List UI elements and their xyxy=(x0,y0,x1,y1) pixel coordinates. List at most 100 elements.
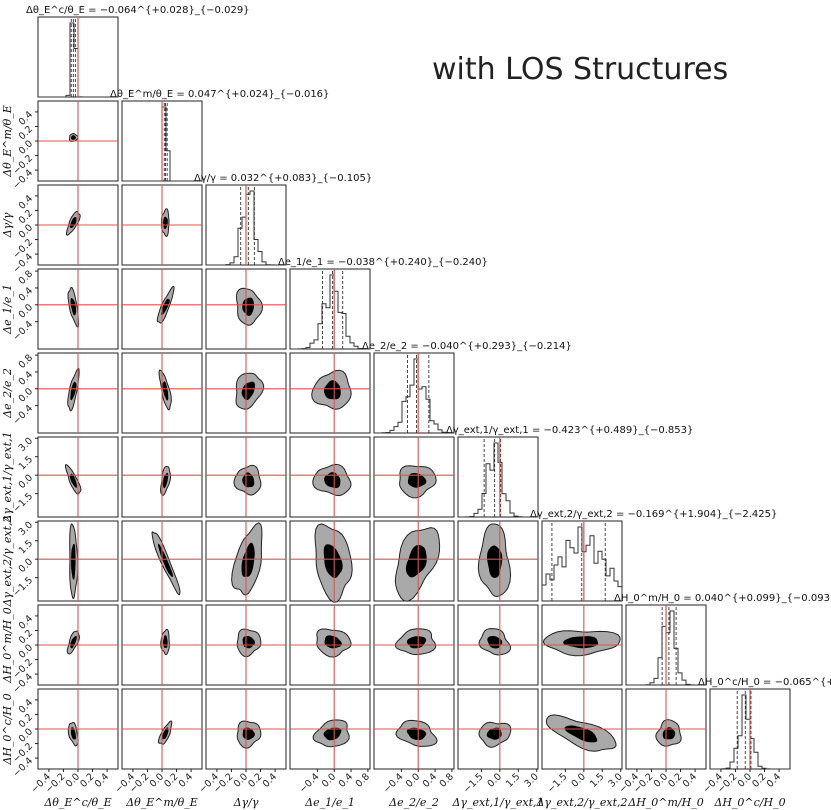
x-tick-label: 1.5 xyxy=(504,771,522,789)
y-tick-label: 1.5 xyxy=(17,538,35,556)
y-axis-label: Δe_1/e_1 xyxy=(1,284,14,335)
x-tick-label: 0.4 xyxy=(421,771,439,789)
contour-core xyxy=(241,542,255,577)
contour-core xyxy=(71,135,76,140)
histogram-step xyxy=(374,358,455,434)
contour-panel-theta_e_c-gext1: −1.50.01.53.0Δγ_ext,1/γ_ext,1 xyxy=(1,431,119,524)
x-tick-label: 0.8 xyxy=(354,771,372,789)
contour-panel-theta_e_m-gamma xyxy=(121,184,203,266)
contour-core xyxy=(163,635,168,648)
histogram-step xyxy=(38,22,118,98)
panel-title: ΔH_0^m/H_0 = 0.040^{+0.099}_{−0.093} xyxy=(614,593,831,604)
contour-core xyxy=(405,544,427,578)
y-tick-label: 0.0 xyxy=(17,726,35,744)
x-tick-label: 0.0 xyxy=(486,771,504,789)
contour-core xyxy=(564,725,598,743)
x-tick-label: 0.4 xyxy=(337,771,355,789)
y-tick-label: −1.5 xyxy=(11,491,35,515)
y-tick-label: 3.0 xyxy=(17,436,35,454)
y-tick-label: 0.0 xyxy=(17,472,35,490)
contour-panel-e2-gext1 xyxy=(373,436,455,518)
contour-panel-e2-h0_m xyxy=(373,604,455,686)
x-axis-label: Δe_1/e_1 xyxy=(304,796,355,809)
contour-panel-theta_e_c-gamma: −0.4−0.20.00.20.4Δγ/γ xyxy=(1,184,119,276)
y-tick-label: 0.0 xyxy=(17,302,35,320)
y-tick-label: 0.0 xyxy=(17,386,35,404)
x-tick-label: −0.4 xyxy=(381,771,405,795)
contour-core xyxy=(162,472,169,489)
contour-panel-e2-h0_c: −0.40.00.40.8Δe_2/e_2 xyxy=(373,688,456,809)
contour-panel-theta_e_m-h0_c: −0.4−0.20.00.20.4Δθ_E^m/θ_E xyxy=(113,688,203,809)
histogram-panel-gext1: Δγ_ext,1/γ_ext,1 = −0.423^{+0.489}_{−0.8… xyxy=(446,425,693,518)
contour-panel-theta_e_c-h0_c: −0.4−0.20.00.20.4ΔH_0^c/H_0−0.4−0.20.00.… xyxy=(1,688,119,809)
contour-panel-gamma-e2 xyxy=(205,352,287,434)
contour-core xyxy=(406,727,427,740)
y-axis-label: Δe_2/e_2 xyxy=(1,368,14,419)
contour-panel-gamma-h0_c: −0.4−0.20.00.20.4Δγ/γ xyxy=(197,688,287,809)
contour-core xyxy=(486,545,503,578)
histogram-panel-e1: Δe_1/e_1 = −0.038^{+0.240}_{−0.240} xyxy=(278,257,488,350)
y-tick-label: 0.2 xyxy=(17,208,35,226)
contour-panel-theta_e_c-theta_e_m: −0.4−0.20.00.20.4Δθ_E^m/θ_E xyxy=(1,100,119,192)
histogram-step xyxy=(458,442,538,518)
y-tick-label: 0.4 xyxy=(17,193,35,211)
histogram-step xyxy=(290,274,370,350)
x-tick-label: 0.0 xyxy=(320,771,338,789)
x-tick-label: −1.5 xyxy=(461,771,485,795)
contour-core xyxy=(70,381,77,401)
contour-panel-h0_m-h0_c: −0.4−0.20.00.20.4ΔH_0^m/H_0 xyxy=(617,688,707,809)
histogram-panel-theta_e_c: Δθ_E^c/θ_E = −0.064^{+0.028}_{−0.029} xyxy=(26,5,250,98)
y-tick-label: 0.0 xyxy=(17,642,35,660)
histogram-panel-e2: Δe_2/e_2 = −0.040^{+0.293}_{−0.214} xyxy=(362,341,572,434)
x-tick-label: 3.0 xyxy=(522,771,540,789)
contour-core xyxy=(162,727,169,740)
histogram-panel-gext2: Δγ_ext,2/γ_ext,2 = −0.169^{+1.904}_{−2.4… xyxy=(530,509,777,602)
contour-core xyxy=(162,381,169,401)
y-tick-label: 0.2 xyxy=(17,712,35,730)
y-axis-label: ΔH_0^m/H_0 xyxy=(1,607,14,683)
contour-core xyxy=(323,380,341,400)
y-axis-label: Δγ_ext,2/γ_ext,2 xyxy=(1,515,14,607)
contour-panel-theta_e_c-e1: −0.40.00.40.8Δe_1/e_1 xyxy=(1,268,119,350)
panel-title: ΔH_0^c/H_0 = −0.065^{+0.078}_{−0.111} xyxy=(698,677,831,688)
y-tick-label: 0.2 xyxy=(17,124,35,142)
x-axis-label: Δe_2/e_2 xyxy=(388,796,439,809)
contour-panel-e1-e2 xyxy=(289,352,371,434)
y-tick-label: −0.4 xyxy=(11,403,35,427)
contour-panel-theta_e_m-h0_m xyxy=(121,604,203,686)
x-tick-label: 0.4 xyxy=(177,771,195,789)
panel-title: Δθ_E^m/θ_E = 0.047^{+0.024}_{−0.016} xyxy=(110,89,329,100)
x-tick-label: 0.0 xyxy=(404,771,422,789)
y-tick-label: −0.4 xyxy=(11,319,35,343)
histogram-panel-gamma: Δγ/γ = 0.032^{+0.083}_{−0.105} xyxy=(194,173,372,266)
y-tick-label: 0.0 xyxy=(17,138,35,156)
contour-panel-theta_e_m-e2 xyxy=(121,352,203,434)
histogram-panel-h0_m: ΔH_0^m/H_0 = 0.040^{+0.099}_{−0.093} xyxy=(614,593,831,686)
contour-core xyxy=(160,298,170,316)
y-tick-label: 0.8 xyxy=(17,352,35,370)
y-tick-label: 1.5 xyxy=(17,454,35,472)
contour-core xyxy=(69,473,77,488)
contour-panel-gamma-h0_m xyxy=(205,604,287,686)
contour-panel-theta_e_m-gext2 xyxy=(121,520,203,602)
contour-panel-gamma-e1 xyxy=(205,268,287,350)
x-axis-label: Δθ_E^m/θ_E xyxy=(125,796,198,809)
y-tick-label: 0.0 xyxy=(17,222,35,240)
histogram-step xyxy=(122,106,202,182)
y-tick-label: 0.0 xyxy=(17,556,35,574)
histogram-step xyxy=(626,610,706,686)
y-tick-label: 0.4 xyxy=(17,285,35,303)
histogram-panel-h0_c: ΔH_0^c/H_0 = −0.065^{+0.078}_{−0.111}−0.… xyxy=(698,677,831,809)
y-tick-label: 0.4 xyxy=(17,613,35,631)
x-axis-label: Δγ_ext,2/γ_ext,2 xyxy=(535,796,627,809)
contour-core xyxy=(486,727,502,740)
panel-title: Δθ_E^c/θ_E = −0.064^{+0.028}_{−0.029} xyxy=(26,5,250,16)
x-tick-label: 0.4 xyxy=(261,771,279,789)
figure-annotation: with LOS Structures xyxy=(432,52,729,87)
y-axis-label: ΔH_0^c/H_0 xyxy=(1,693,14,765)
y-tick-label: 0.4 xyxy=(17,109,35,127)
x-axis-label: ΔH_0^c/H_0 xyxy=(713,796,785,809)
